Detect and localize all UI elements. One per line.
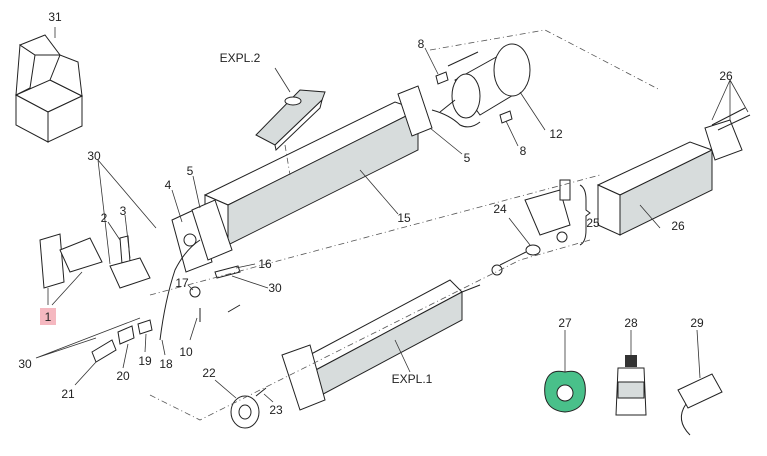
label-25: 25 [586, 216, 600, 230]
label-24: 24 [493, 202, 507, 216]
label-26-profile: 26 [671, 219, 685, 233]
label-30-top: 30 [87, 149, 101, 163]
part-25-bracket [524, 179, 591, 246]
label-5-front: 5 [187, 164, 194, 178]
label-3: 3 [120, 204, 127, 218]
part-28-bottle [615, 355, 647, 416]
part-10-screw [199, 304, 241, 322]
label-26-bracket: 26 [719, 69, 733, 83]
label-4: 4 [165, 178, 172, 192]
label-30-bottom: 30 [18, 357, 32, 371]
label-12: 12 [549, 127, 563, 141]
label-22: 22 [202, 366, 216, 380]
part-8-screws [435, 51, 513, 124]
label-17: 17 [175, 276, 189, 290]
part-5-flange-front [191, 199, 233, 261]
label-2: 2 [101, 211, 108, 225]
label-expl1: EXPL.1 [392, 372, 433, 386]
part-5-flange-rear [397, 85, 433, 137]
part-21-spring [91, 339, 117, 363]
part-29-capacitor [677, 373, 723, 436]
part-18-cable [159, 239, 201, 341]
label-expl2: EXPL.2 [220, 51, 261, 65]
part-20-fitting [117, 325, 135, 345]
label-10: 10 [179, 345, 193, 359]
part-1-base-plate [39, 233, 103, 289]
label-29: 29 [690, 316, 704, 330]
label-8-top: 8 [418, 37, 425, 51]
part-3-clevis [109, 257, 151, 289]
part-15-tube [203, 101, 420, 246]
label-27: 27 [558, 316, 572, 330]
label-30-mid: 30 [268, 281, 282, 295]
part-26-bracket [704, 107, 751, 161]
part-31-box [14, 34, 84, 143]
label-31: 31 [48, 10, 62, 24]
part-26-rear-profile [596, 141, 714, 236]
label-18: 18 [159, 357, 173, 371]
label-8-bottom: 8 [520, 144, 527, 158]
label-19: 19 [138, 354, 152, 368]
leader-lines [35, 27, 749, 403]
part-expl1-actuator [281, 264, 503, 411]
part-24-eye-bolt [499, 244, 541, 266]
part-22-pulley [230, 395, 260, 429]
label-5-rear: 5 [464, 151, 471, 165]
part-23-screw [255, 387, 267, 397]
assembly-centerlines [149, 29, 661, 421]
label-21: 21 [61, 387, 75, 401]
part-19-gland [137, 319, 153, 335]
label-1: 1 [45, 310, 52, 324]
label-16: 16 [258, 257, 272, 271]
part-27-parts-bag [544, 370, 586, 413]
part-expl2-cover [255, 89, 326, 151]
label-28: 28 [624, 316, 638, 330]
label-1-highlight [40, 308, 56, 325]
label-15: 15 [397, 211, 411, 225]
part-16-bolt [214, 265, 241, 279]
part-2-pin [119, 235, 131, 265]
label-23: 23 [269, 403, 283, 417]
part-12-motor [431, 43, 531, 128]
label-20: 20 [116, 369, 130, 383]
